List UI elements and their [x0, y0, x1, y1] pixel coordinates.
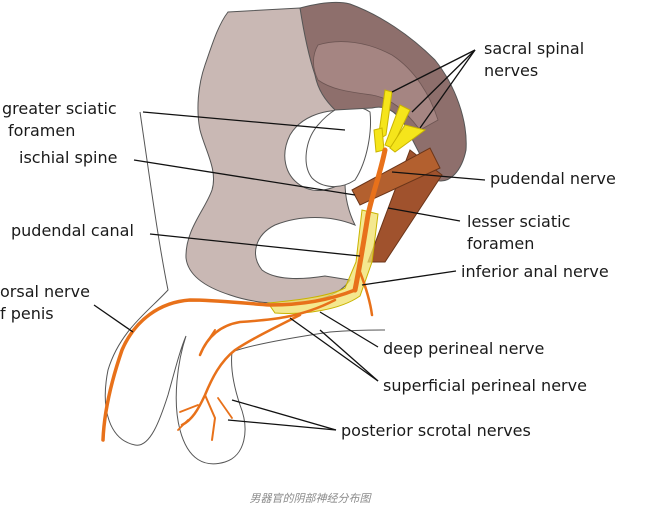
label-greater-sciatic-2: foramen: [8, 121, 75, 140]
label-inferior-anal-nerve: inferior anal nerve: [461, 262, 609, 281]
pudendal-nerve-branches: [101, 147, 388, 442]
pudendal-canal-shape: [267, 209, 379, 314]
figure-caption: 男器官的阴部神经分布图: [250, 492, 373, 505]
label-deep-perineal-nerve: deep perineal nerve: [383, 339, 544, 358]
labels: sacral spinal nerves greater sciatic for…: [0, 39, 616, 440]
greater-sciatic-opening: [305, 106, 371, 187]
pelvic-bone: [185, 7, 357, 305]
label-sacral-spinal-nerves: sacral spinal: [484, 39, 584, 58]
label-dorsal-nerve: orsal nerve: [0, 282, 90, 301]
label-posterior-scrotal-nerves: posterior scrotal nerves: [341, 421, 531, 440]
label-sacral-spinal-nerves-2: nerves: [484, 61, 538, 80]
label-superficial-perineal-nerve: superficial perineal nerve: [383, 376, 587, 395]
label-lesser-sciatic-2: foramen: [467, 234, 534, 253]
leader-lines: [93, 49, 486, 431]
label-pudendal-nerve: pudendal nerve: [490, 169, 616, 188]
label-ischial-spine: ischial spine: [19, 148, 117, 167]
label-lesser-sciatic: lesser sciatic: [467, 212, 570, 231]
label-pudendal-canal: pudendal canal: [11, 221, 134, 240]
sacral-nerves: [373, 89, 427, 153]
label-dorsal-nerve-2: f penis: [0, 304, 54, 323]
label-greater-sciatic: greater sciatic: [2, 99, 117, 118]
